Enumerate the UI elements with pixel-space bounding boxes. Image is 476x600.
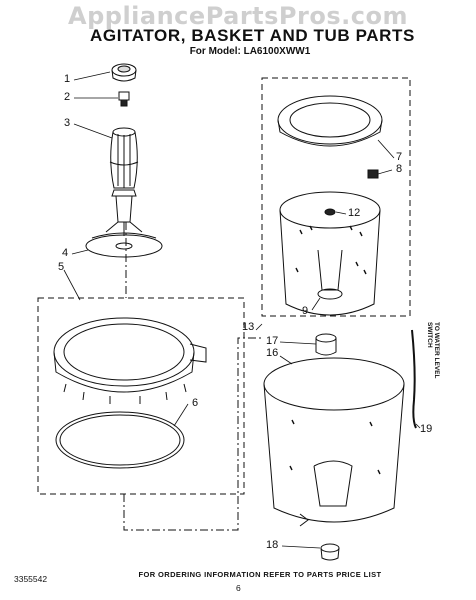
diagram-title: AGITATOR, BASKET AND TUB PARTS bbox=[90, 26, 415, 45]
agitator-barrel bbox=[109, 127, 139, 189]
callout-2: 2 bbox=[64, 91, 71, 103]
callout-19: 19 bbox=[420, 423, 433, 435]
outer-tub bbox=[263, 357, 405, 527]
gasket bbox=[55, 411, 185, 469]
ordering-info-note: FOR ORDERING INFORMATION REFER TO PARTS … bbox=[138, 570, 382, 579]
pressure-hose bbox=[411, 329, 417, 429]
leader-lines bbox=[63, 71, 421, 549]
callout-6: 6 bbox=[192, 397, 199, 409]
callout-3: 3 bbox=[64, 117, 71, 129]
tub-ring-group-box bbox=[37, 297, 245, 495]
callout-5: 5 bbox=[58, 261, 65, 273]
page-number: 6 bbox=[236, 583, 241, 593]
callout-16: 16 bbox=[266, 347, 279, 359]
balance-ring bbox=[277, 95, 383, 147]
agitator-base bbox=[85, 189, 163, 258]
water-level-switch-note: TO WATER LEVEL SWITCH bbox=[426, 322, 440, 378]
drain-fitting bbox=[320, 543, 340, 561]
callout-13: 13 bbox=[242, 321, 255, 333]
document-number: 3355542 bbox=[14, 574, 48, 584]
callout-7: 7 bbox=[396, 151, 403, 163]
callout-8: 8 bbox=[396, 163, 403, 175]
hub-coupling bbox=[315, 333, 337, 356]
fastener bbox=[118, 91, 130, 107]
watermark: AppliancePartsPros.com bbox=[68, 2, 408, 30]
callout-17: 17 bbox=[266, 335, 279, 347]
basket-clip bbox=[367, 169, 379, 179]
side-note-line2: SWITCH bbox=[426, 322, 433, 348]
callout-4: 4 bbox=[62, 247, 69, 259]
agitator-cap bbox=[111, 63, 137, 82]
callout-18: 18 bbox=[266, 539, 279, 551]
basket-group-box bbox=[261, 77, 411, 317]
callout-12: 12 bbox=[348, 207, 361, 219]
tub-ring bbox=[53, 317, 207, 404]
callout-1: 1 bbox=[64, 73, 71, 85]
model-subtitle: For Model: LA6100XWW1 bbox=[189, 46, 311, 57]
callout-9: 9 bbox=[302, 305, 309, 317]
side-note-line1: TO WATER LEVEL bbox=[433, 322, 440, 379]
assembly-connector-line bbox=[123, 337, 262, 531]
spin-basket bbox=[279, 191, 381, 316]
